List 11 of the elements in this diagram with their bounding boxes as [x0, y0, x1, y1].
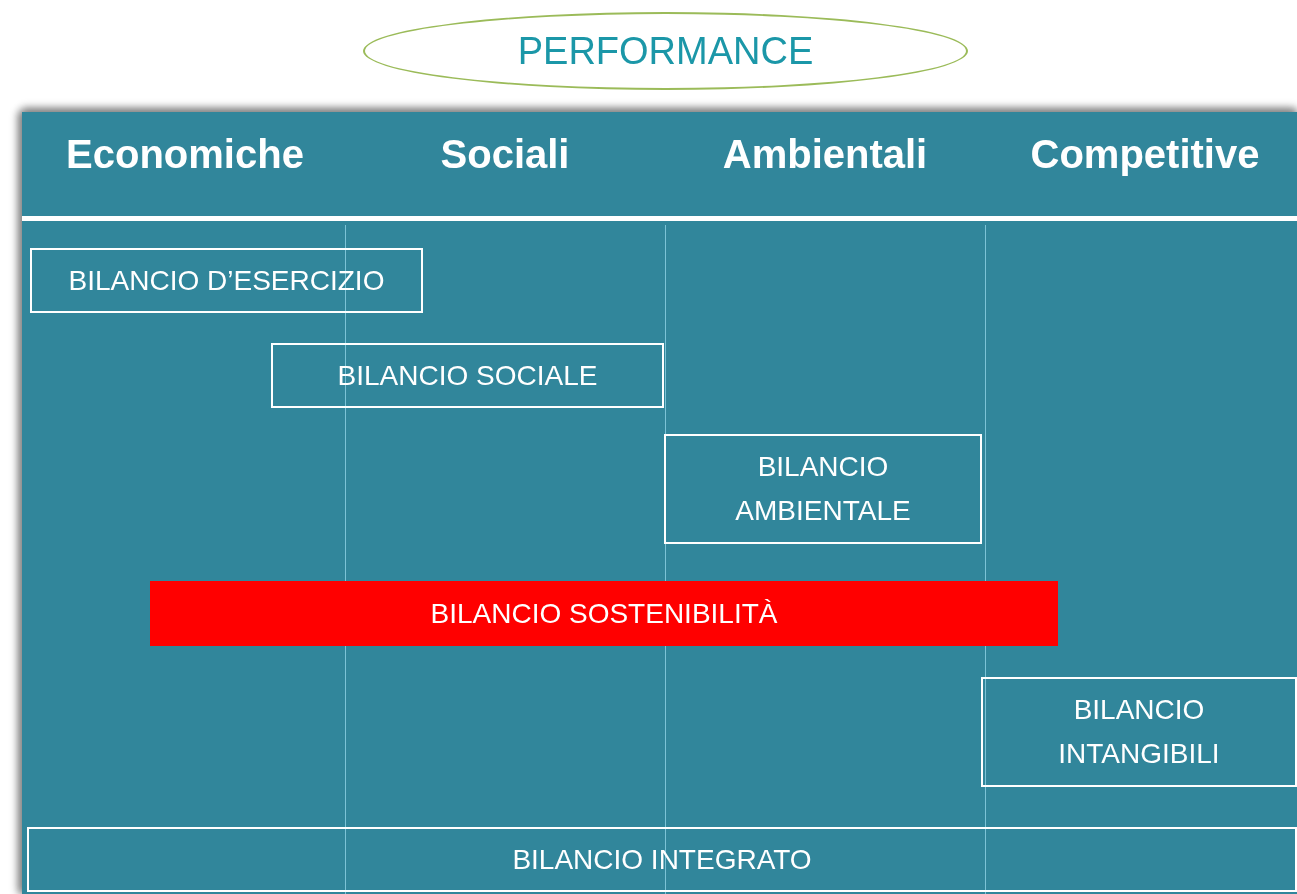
report-box: BILANCIO INTEGRATO	[27, 827, 1297, 892]
column-header: Sociali	[439, 132, 571, 177]
column-header: Ambientali	[721, 132, 929, 177]
report-box: BILANCIO SOCIALE	[271, 343, 664, 408]
report-box: BILANCIO D’ESERCIZIO	[30, 248, 423, 313]
report-box: BILANCIO AMBIENTALE	[664, 434, 982, 544]
title-ellipse: PERFORMANCE	[363, 12, 968, 90]
report-box: BILANCIO INTANGIBILI	[981, 677, 1297, 787]
column-header: Economiche	[65, 132, 305, 177]
highlight-bar: BILANCIO SOSTENIBILITÀ	[150, 581, 1058, 646]
column-header: Competitive	[1029, 132, 1261, 177]
